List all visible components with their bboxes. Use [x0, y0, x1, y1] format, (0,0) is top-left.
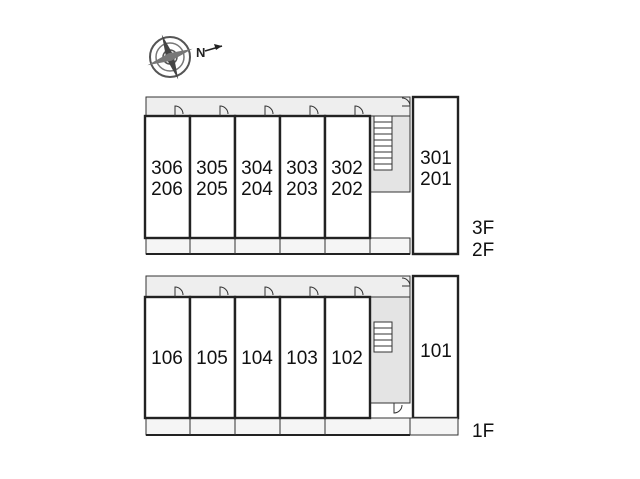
- unit-105: [188, 295, 237, 420]
- unit-306-label: 306: [151, 158, 183, 179]
- unit-102: [323, 295, 372, 420]
- ground-floor-plan: 106 105 104 103 102 101: [143, 274, 460, 436]
- upper-staircase: [373, 115, 393, 171]
- unit-205-label: 205: [196, 179, 228, 200]
- unit-304-label: 304: [241, 158, 273, 179]
- unit-103-label: 103: [286, 348, 318, 369]
- north-label: N: [196, 45, 205, 60]
- unit-301-201: [411, 95, 460, 256]
- upper-corridor: [145, 96, 411, 117]
- floor-label-2f: 2F: [472, 240, 494, 261]
- unit-102-label: 102: [331, 348, 363, 369]
- unit-101-label: 101: [420, 341, 452, 362]
- ground-staircase: [373, 321, 393, 353]
- unit-202-label: 202: [331, 179, 363, 200]
- unit-104-label: 104: [241, 348, 273, 369]
- north-indicator: N: [196, 44, 223, 60]
- unit-303-203: [278, 114, 327, 240]
- floor-label-3f: 3F: [472, 218, 494, 239]
- unit-301-label: 301: [420, 148, 452, 169]
- ground-door-icons: [174, 277, 411, 414]
- unit-101: [411, 274, 460, 420]
- upper-floor-plan: 306 206 305 205 304 204 303 203 302 202 …: [143, 95, 460, 256]
- unit-203-label: 203: [286, 179, 318, 200]
- unit-305-label: 305: [196, 158, 228, 179]
- ground-corridor: [145, 275, 411, 298]
- compass-rose-icon: [147, 34, 193, 80]
- unit-201-label: 201: [420, 169, 452, 190]
- unit-206-label: 206: [151, 179, 183, 200]
- unit-304-204: [233, 114, 282, 240]
- unit-302-label: 302: [331, 158, 363, 179]
- unit-204-label: 204: [241, 179, 273, 200]
- unit-302-202: [323, 114, 372, 240]
- unit-105-label: 105: [196, 348, 228, 369]
- unit-103: [278, 295, 327, 420]
- floor-label-1f: 1F: [472, 421, 494, 442]
- unit-106: [143, 295, 192, 420]
- unit-303-label: 303: [286, 158, 318, 179]
- ground-balcony: [145, 417, 411, 436]
- upper-door-icons: [174, 97, 411, 116]
- unit-106-label: 106: [151, 348, 183, 369]
